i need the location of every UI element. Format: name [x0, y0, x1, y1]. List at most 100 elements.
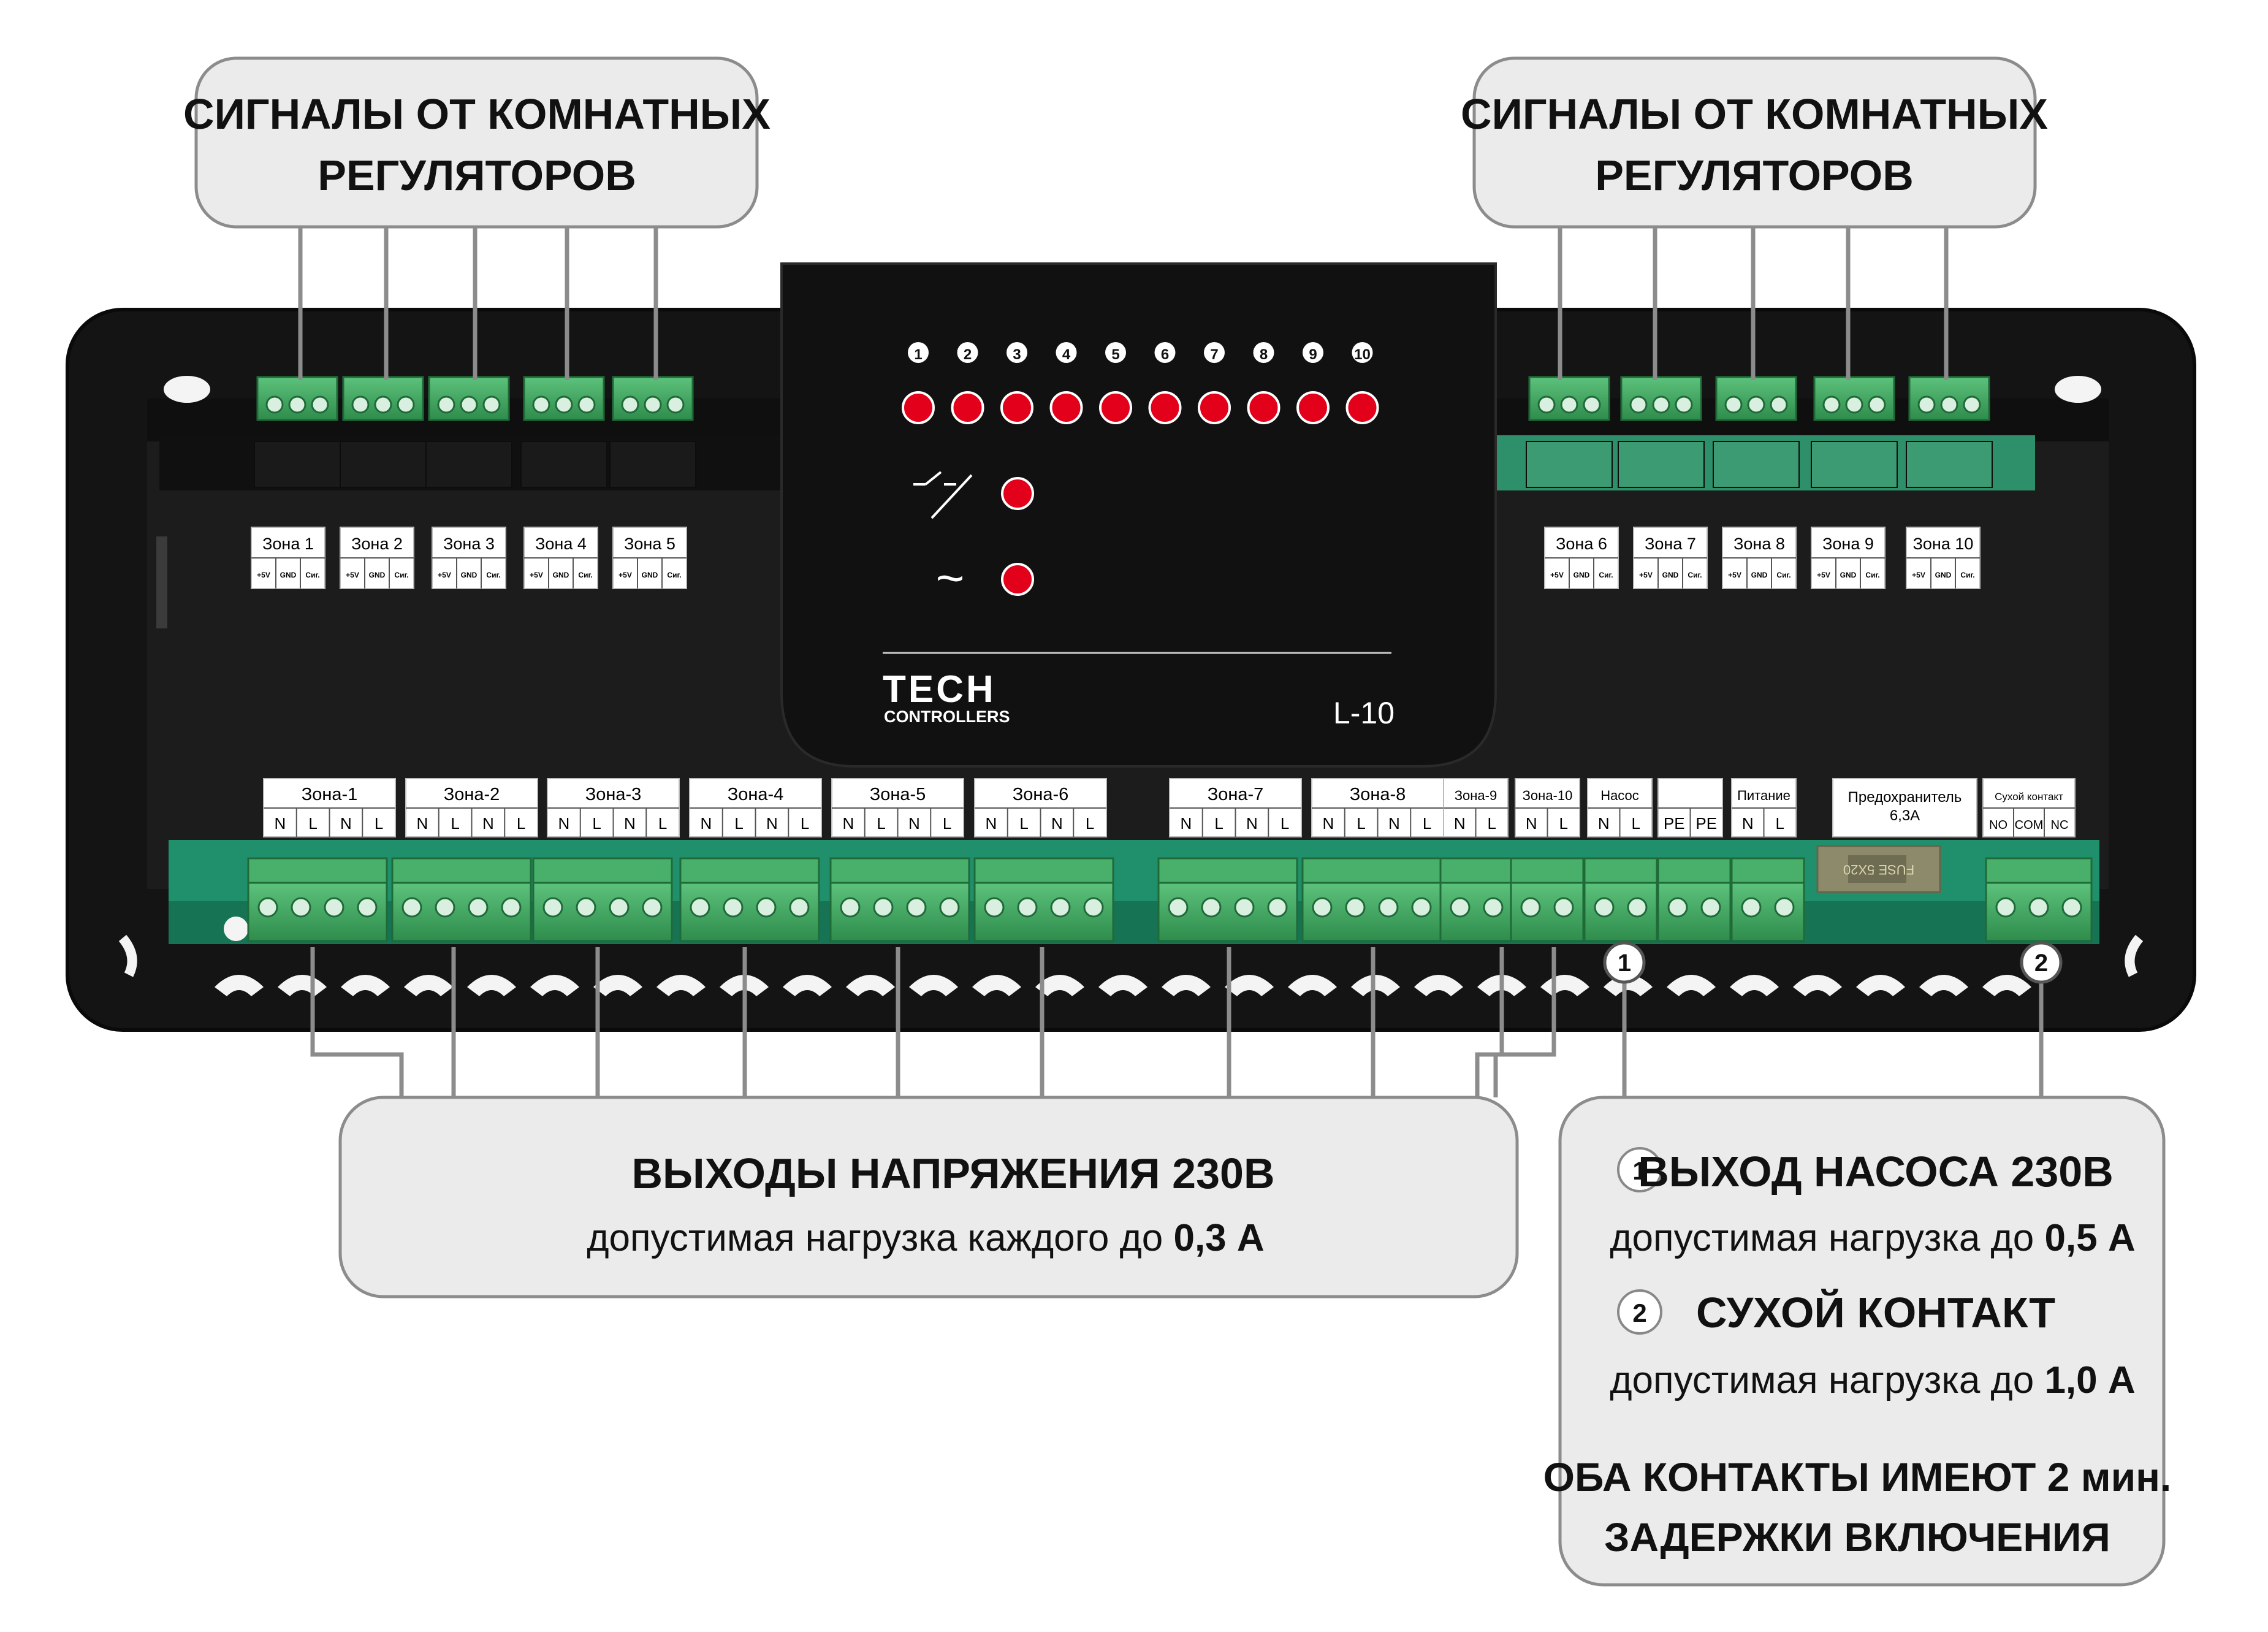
pin-label: NO: [1989, 818, 2007, 832]
led-number-badge: [1007, 342, 1027, 363]
svg-text:1: 1: [1618, 950, 1631, 977]
pin-label: +5V: [438, 571, 451, 579]
pin-label: +5V: [257, 571, 270, 579]
leader-lines: [298, 227, 2044, 1097]
pin-label: L: [451, 814, 459, 833]
pin-label: Сиг.: [578, 571, 592, 579]
cable-clip: [846, 975, 895, 996]
cable-clip: [530, 975, 579, 996]
callout-pump-dry-contact: 1 ВЫХОД НАСОСА 230В допустимая нагрузка …: [1543, 1096, 2172, 1587]
top-terminal-block: [1713, 376, 1800, 488]
cable-clip: [593, 975, 642, 996]
cable-clip: [1288, 975, 1337, 996]
pin-label: PE: [1664, 814, 1685, 833]
output-terminal-block: [1510, 857, 1585, 942]
led-number: 2: [964, 346, 972, 363]
zone-name: Зона 5: [624, 535, 675, 553]
svg-text:СИГНАЛЫ ОТ КОМНАТНЫХ: СИГНАЛЫ ОТ КОМНАТНЫХ: [1461, 90, 2048, 138]
mount-hole: [2055, 376, 2101, 403]
cable-clip: [1162, 975, 1211, 996]
pin-label: Сиг.: [667, 571, 681, 579]
led-number-badge: [1303, 342, 1323, 363]
led-zone-4: [1049, 391, 1083, 424]
led-power: [1001, 563, 1034, 596]
svg-text:1: 1: [1632, 1156, 1646, 1185]
output-name: Зона-4: [728, 785, 784, 804]
cable-clip: [1856, 975, 1905, 996]
output-name: Зона-3: [585, 785, 642, 804]
output-terminal-block: [532, 857, 673, 942]
marker-2: 2: [2020, 941, 2063, 984]
led-zone-5: [1099, 391, 1132, 424]
pin-label: GND: [553, 571, 569, 579]
dry-contact-number-badge: [1617, 1289, 1662, 1335]
led-number-badge: [957, 342, 978, 363]
led-zone-6: [1148, 391, 1182, 424]
cable-clip: [656, 975, 706, 996]
svg-text:ВЫХОД НАСОСА 230В: ВЫХОД НАСОСА 230В: [1638, 1148, 2114, 1195]
cable-clip: [1793, 975, 1842, 996]
pin-label: +5V: [618, 571, 632, 579]
pin-label: L: [1086, 814, 1094, 833]
top-terminal-block: [1618, 376, 1705, 488]
svg-text:СУХОЙ КОНТАКТ: СУХОЙ КОНТАКТ: [1696, 1288, 2055, 1336]
pin-label: Сиг.: [305, 571, 319, 579]
output-name: Зона-5: [870, 785, 926, 804]
pin-label: N: [416, 814, 428, 833]
top-terminal-block: [254, 376, 341, 488]
mount-hole: [164, 376, 210, 403]
pin-label: GND: [1751, 571, 1768, 579]
pin-label: NC: [2051, 818, 2069, 832]
zone-name: Зона 7: [1645, 535, 1696, 553]
zone-name: Зона 9: [1822, 535, 1874, 553]
pin-label: Сиг.: [1599, 571, 1613, 579]
top-terminal-block: [425, 376, 512, 488]
top-terminal-blocks: [254, 376, 1993, 488]
bottom-output-label: PE PE: [1657, 778, 1723, 837]
top-terminal-block: [340, 376, 427, 488]
pin-label: PE: [1695, 814, 1717, 833]
pin-label: N: [624, 814, 636, 833]
callout-voltage-outputs: ВЫХОДЫ НАПРЯЖЕНИЯ 230В допустимая нагруз…: [338, 1096, 1519, 1298]
pin-label: N: [1180, 814, 1192, 833]
zone-name: Зона 3: [443, 535, 495, 553]
relay-switch-icon: [913, 471, 973, 519]
pin-label: L: [1559, 814, 1568, 833]
pin-label: L: [1357, 814, 1365, 833]
pin-label: N: [1454, 814, 1466, 833]
svg-text:допустимая нагрузка до 1,0 А: допустимая нагрузка до 1,0 А: [1610, 1359, 2135, 1401]
led-zone-8: [1247, 391, 1281, 424]
output-name: Насос: [1600, 788, 1639, 803]
pin-label: GND: [280, 571, 297, 579]
pin-label: L: [658, 814, 667, 833]
pin-label: L: [517, 814, 525, 833]
led-number-badge: [1204, 342, 1225, 363]
led-number: 7: [1210, 346, 1218, 363]
led-zone-3: [1000, 391, 1033, 424]
svg-text:ОБА КОНТАКТЫ ИМЕЮТ 2 мин.: ОБА КОНТАКТЫ ИМЕЮТ 2 мин.: [1543, 1454, 2172, 1500]
led-zone-2: [951, 391, 984, 424]
output-terminal-block: [1583, 857, 1658, 942]
output-terminal-block: [973, 857, 1114, 942]
pin-label: +5V: [1550, 571, 1564, 579]
zone-name: Зона 10: [1913, 535, 1974, 553]
cable-clip: [1982, 975, 2031, 996]
pin-label: L: [877, 814, 885, 833]
callout-top-left: СИГНАЛЫ ОТ КОМНАТНЫХ РЕГУЛЯТОРОВ: [183, 56, 771, 229]
svg-text:ВЫХОДЫ НАПРЯЖЕНИЯ 230В: ВЫХОДЫ НАПРЯЖЕНИЯ 230В: [631, 1150, 1274, 1197]
output-terminal-block: [679, 857, 820, 942]
pin-label: L: [1019, 814, 1028, 833]
pin-label: N: [1246, 814, 1258, 833]
svg-text:2: 2: [2034, 950, 2048, 977]
pin-label: N: [1322, 814, 1334, 833]
